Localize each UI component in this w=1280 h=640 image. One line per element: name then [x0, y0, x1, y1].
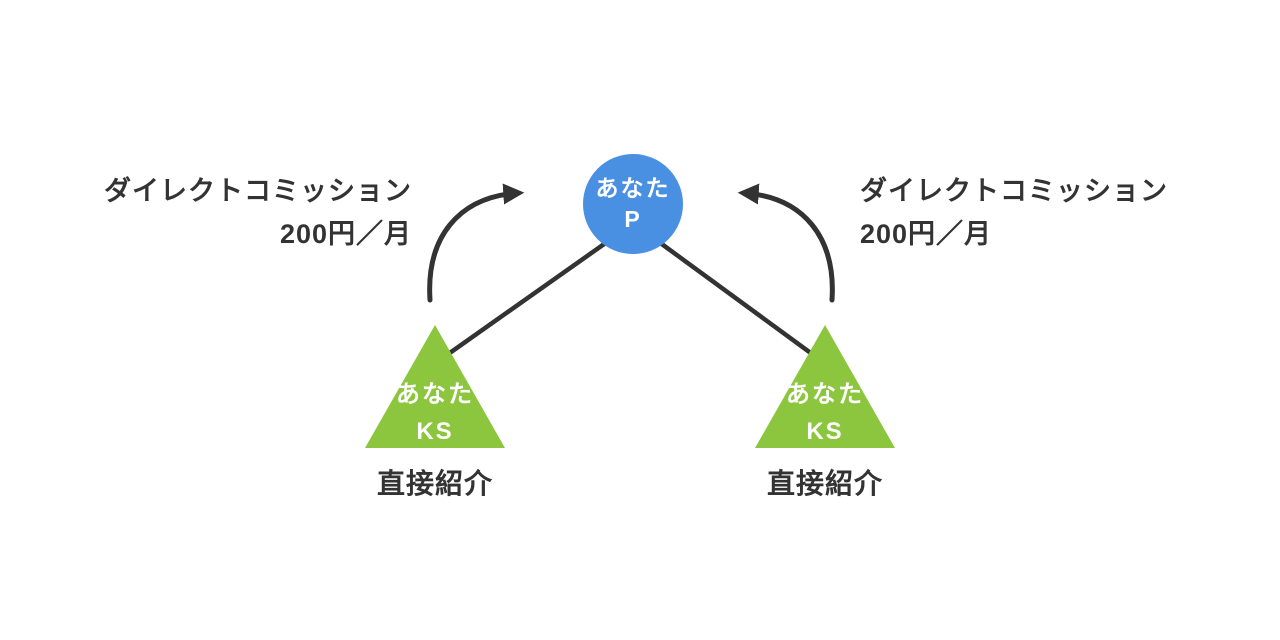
- right-commission-arrow: [737, 183, 835, 303]
- right-node-label-line2: KS: [806, 418, 844, 446]
- right-commission-label: ダイレクトコミッション 200円／月: [860, 170, 1172, 256]
- right-node-caption: 直接紹介: [766, 468, 883, 499]
- root-node-circle: あなた P: [583, 154, 683, 254]
- left-commission-label-line1: ダイレクトコミッション: [104, 176, 412, 206]
- left-node-label-line2: KS: [416, 418, 454, 446]
- left-node-label: あなた KS: [365, 376, 505, 450]
- left-node-label-line1: あなた: [396, 381, 474, 408]
- right-node-triangle: [755, 325, 895, 448]
- right-commission-label-line1: ダイレクトコミッション: [860, 176, 1168, 206]
- left-commission-label: ダイレクトコミッション 200円／月: [100, 170, 412, 256]
- left-commission-arrow: [427, 183, 525, 303]
- right-commission-label-line2: 200円／月: [860, 219, 993, 250]
- right-node-label: あなた KS: [755, 376, 895, 450]
- root-node-label-line2: P: [624, 206, 642, 232]
- right-node-label-line1: あなた: [786, 381, 864, 408]
- left-node-triangle: [365, 325, 505, 448]
- left-node-caption: 直接紹介: [376, 468, 493, 499]
- root-node-label-line1: あなた: [595, 174, 671, 201]
- left-commission-label-line2: 200円／月: [279, 219, 412, 250]
